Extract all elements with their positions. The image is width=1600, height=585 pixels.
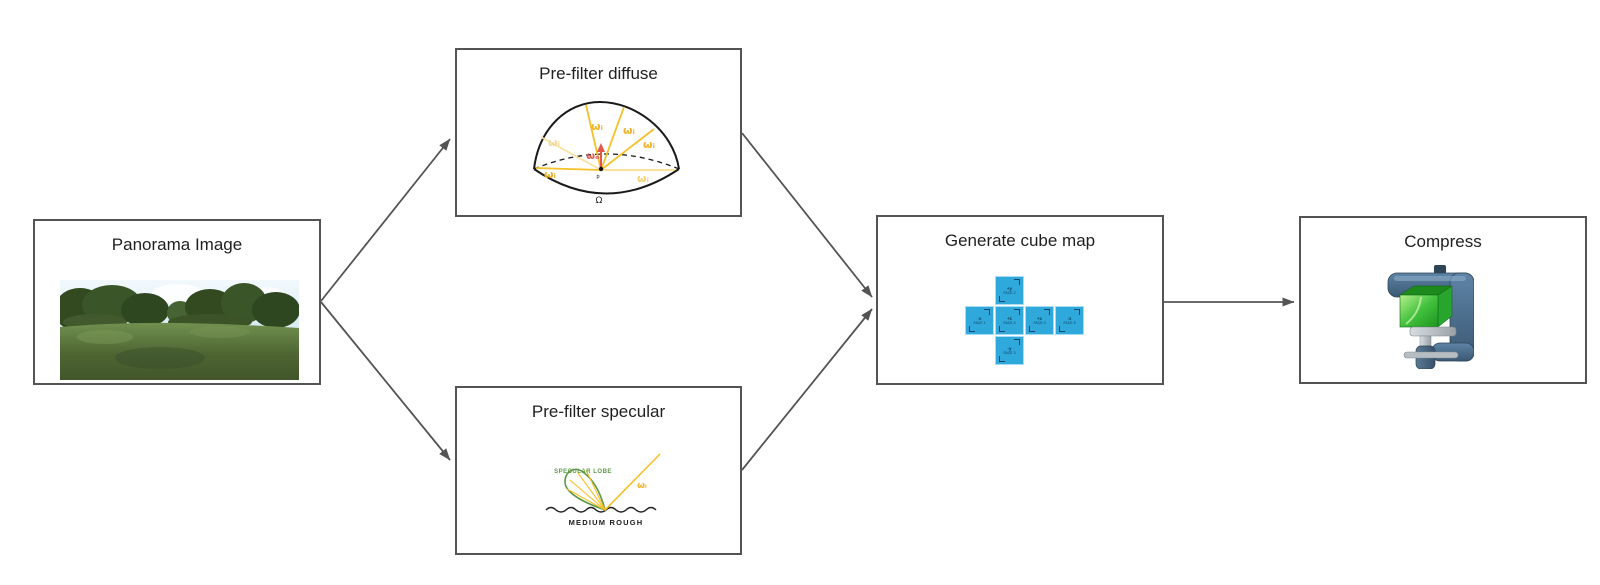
hemisphere-diagram: ωᵢ ωᵢ ωᵢ ωᵢ ωᵢ ωᵢ ωₒ p Ω [533,100,680,206]
cubemap-cross: +y FACE 2 -x FACE 1 +z FACE 4 +x FACE 0 … [965,276,1084,365]
omega-i-label: ωᵢ [623,124,635,137]
compress-clamp-icon [1387,265,1474,369]
node-generate-cubemap: Generate cube map +y FACE 2 -x FACE 1 +z… [876,215,1164,385]
omega-i-label: ωᵢ [591,120,603,133]
node-title: Pre-filter diffuse [539,64,658,83]
cubemap-face: -x FACE 1 [965,306,994,335]
node-title: Compress [1404,232,1482,251]
point-p-label: p [596,174,599,180]
medium-rough-label: MEDIUM ROUGH [569,518,644,527]
specular-lobe-label: SPECULAR LOBE [554,469,612,475]
node-prefilter-specular: Pre-filter specular SPECULAR LOBE ωᵢ MED… [455,386,742,555]
node-prefilter-diffuse: Pre-filter diffuse ωᵢ ωᵢ ωᵢ ωᵢ ωᵢ ωᵢ ωₒ [455,48,742,217]
node-title: Panorama Image [111,235,243,254]
edge-specular-to-cubemap [741,308,873,471]
omega-i-label: ωᵢ [544,168,556,181]
omega-i-label: ωᵢ [637,172,649,185]
cubemap-face: +y FACE 2 [995,276,1024,305]
cubemap-face: +z FACE 4 [995,306,1024,335]
omega-i-label: ωᵢ [643,138,655,151]
cubemap-face: -y FACE 3 [995,336,1024,365]
edge-panorama-to-diffuse [320,138,451,302]
node-title: Pre-filter specular [531,402,666,421]
hemisphere-omega-label: Ω [596,196,603,206]
panorama-photo [60,280,299,380]
cubemap-face: +x FACE 0 [1025,306,1054,335]
cubemap-face: -z FACE 5 [1055,306,1084,335]
node-compress: Compress [1299,216,1587,384]
node-panorama-image: Panorama Image [33,219,321,385]
omega-i-label: ωᵢ [548,136,560,149]
specular-lobe-diagram: SPECULAR LOBE ωᵢ MEDIUM ROUGH [545,453,661,527]
edge-panorama-to-specular [320,301,451,461]
node-title: Generate cube map [944,231,1096,250]
omega-i-label: ωᵢ [637,481,647,491]
edge-diffuse-to-cubemap [741,132,873,298]
omega-o-label: ωₒ [586,151,600,162]
